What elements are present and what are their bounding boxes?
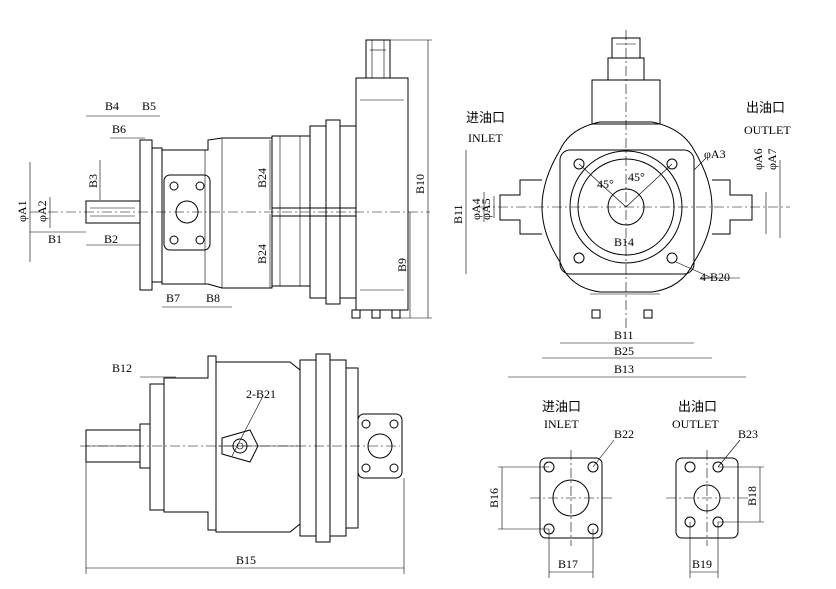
dim-a3: φA3 — [704, 147, 726, 161]
dim-b5: B5 — [142, 99, 156, 113]
dim-b18: B18 — [745, 486, 759, 506]
dim-a6: φA6 — [751, 148, 765, 170]
dim-b9: B9 — [395, 258, 409, 272]
outlet-label-cn: 出油口 — [746, 101, 785, 116]
inlet2-label-cn: 进油口 — [542, 400, 581, 415]
side-view: φA1 φA2 B1 B2 B3 B4 B5 B6 B7 B8 B24 B24 … — [15, 39, 432, 319]
dim-b7: B7 — [166, 291, 180, 305]
dim-b1: B1 — [48, 232, 62, 246]
dim-b6: B6 — [112, 122, 126, 136]
front-view: B11 φA4 φA5 φA6 φA7 φA3 45° 45° B14 4-B2… — [451, 30, 791, 378]
dim-b20: 4-B20 — [700, 270, 730, 284]
dim-b10: B10 — [413, 174, 427, 194]
dim-b16: B16 — [487, 488, 501, 508]
dim-a5: φA5 — [479, 198, 493, 220]
inlet-flange-view: B16 B17 B22 进油口 INLET — [487, 400, 634, 578]
inlet-label-en: INLET — [468, 131, 503, 145]
dim-b15: B15 — [236, 553, 256, 567]
dim-b23: B23 — [738, 427, 758, 441]
dim-b17: B17 — [558, 557, 578, 571]
dim-b12: B12 — [112, 361, 132, 375]
angle-45-left: 45° — [597, 177, 614, 191]
dim-b14: B14 — [614, 235, 634, 249]
inlet-label-cn: 进油口 — [466, 111, 505, 126]
dim-a4: φA4 — [469, 198, 483, 220]
dim-b19: B19 — [692, 557, 712, 571]
dim-b24-lower: B24 — [255, 244, 269, 264]
dim-b25: B25 — [614, 344, 634, 358]
outlet2-label-cn: 出油口 — [678, 400, 717, 415]
dim-b11-vertical: B11 — [451, 204, 465, 224]
outlet2-label-en: OUTLET — [672, 417, 719, 431]
dim-b8: B8 — [206, 291, 220, 305]
outlet-label-en: OUTLET — [744, 123, 791, 137]
outlet-flange-view: B18 B19 B23 出油口 OUTLET — [666, 400, 764, 578]
angle-45-right: 45° — [628, 170, 645, 184]
top-view: B12 2-B21 B15 — [80, 353, 405, 574]
dim-a1: φA1 — [15, 200, 29, 222]
dim-b3: B3 — [86, 174, 100, 188]
dim-b21: 2-B21 — [246, 387, 276, 401]
dim-a7: φA7 — [765, 148, 779, 170]
dim-b13: B13 — [614, 362, 634, 376]
dim-b4: B4 — [105, 99, 119, 113]
dim-a2: φA2 — [35, 200, 49, 222]
dim-b22: B22 — [614, 427, 634, 441]
dim-b24-upper: B24 — [255, 168, 269, 188]
dim-b2: B2 — [104, 232, 118, 246]
inlet2-label-en: INLET — [544, 417, 579, 431]
dim-b11-horizontal: B11 — [614, 328, 634, 342]
